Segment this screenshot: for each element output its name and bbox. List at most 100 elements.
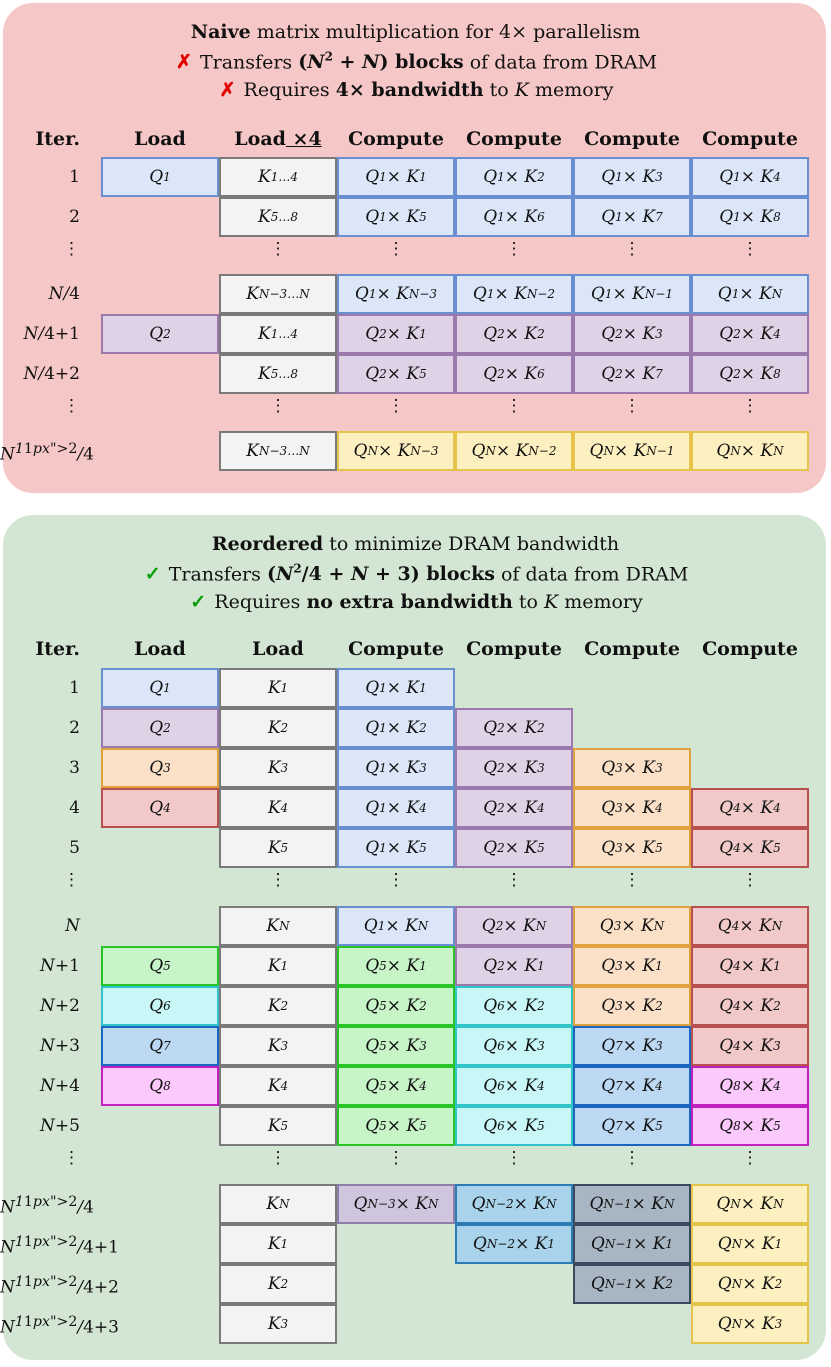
headline-text: to minimize DRAM bandwidth [323, 533, 620, 555]
vertical-ellipsis: ⋮ [505, 396, 523, 416]
bullet-text: Requires [208, 591, 307, 613]
row-iter-ellipsis: ⋮ [63, 396, 80, 416]
row-iter-label: 4 [69, 798, 80, 818]
vertical-ellipsis: ⋮ [269, 870, 287, 890]
headline: Reordered to minimize DRAM bandwidth [0, 533, 831, 555]
vertical-ellipsis: ⋮ [387, 396, 405, 416]
bullet-text: of data from DRAM [494, 563, 689, 586]
row-iter-label: N11px">2/4 [0, 1194, 94, 1218]
column-header: Compute [702, 638, 798, 660]
bullet-text: to K memory [483, 79, 614, 101]
vertical-ellipsis: ⋮ [623, 1148, 641, 1168]
row-iter-label: N11px">2/4+1 [0, 1234, 119, 1258]
row-iter-label: 2 [69, 207, 80, 227]
row-iter-label: N+1 [40, 956, 80, 976]
bullet-line: ✓ Requires no extra bandwidth to K memor… [0, 591, 831, 613]
row-iter-ellipsis: ⋮ [63, 1148, 80, 1168]
row-iter-label: N [65, 916, 80, 936]
bullet-emphasis: (N2 + N) blocks [298, 50, 464, 74]
column-header: Compute [584, 128, 680, 150]
bullet-text: Transfers [162, 563, 267, 586]
headline: Naive matrix multiplication for 4× paral… [0, 21, 831, 43]
row-iter-ellipsis: ⋮ [63, 870, 80, 890]
vertical-ellipsis: ⋮ [269, 1148, 287, 1168]
bullet-text: of data from DRAM [463, 51, 658, 74]
vertical-ellipsis: ⋮ [505, 239, 523, 259]
bullet-emphasis: (N2/4 + N + 3) blocks [266, 562, 495, 586]
row-iter-label: 5 [69, 838, 80, 858]
vertical-ellipsis: ⋮ [623, 396, 641, 416]
column-header: Load [252, 638, 304, 660]
column-header: Compute [466, 128, 562, 150]
row-iter-label: N+4 [40, 1076, 80, 1096]
bullet-text: Requires [237, 79, 336, 101]
column-header: Compute [584, 638, 680, 660]
check-icon: ✓ [190, 591, 207, 613]
row-iter-label: N11px">2/4 [0, 441, 94, 465]
row-iter-label: N/4+1 [23, 324, 80, 344]
vertical-ellipsis: ⋮ [741, 239, 759, 259]
cross-icon: ✗ [219, 79, 236, 101]
vertical-ellipsis: ⋮ [387, 1148, 405, 1168]
column-header: Compute [702, 128, 798, 150]
